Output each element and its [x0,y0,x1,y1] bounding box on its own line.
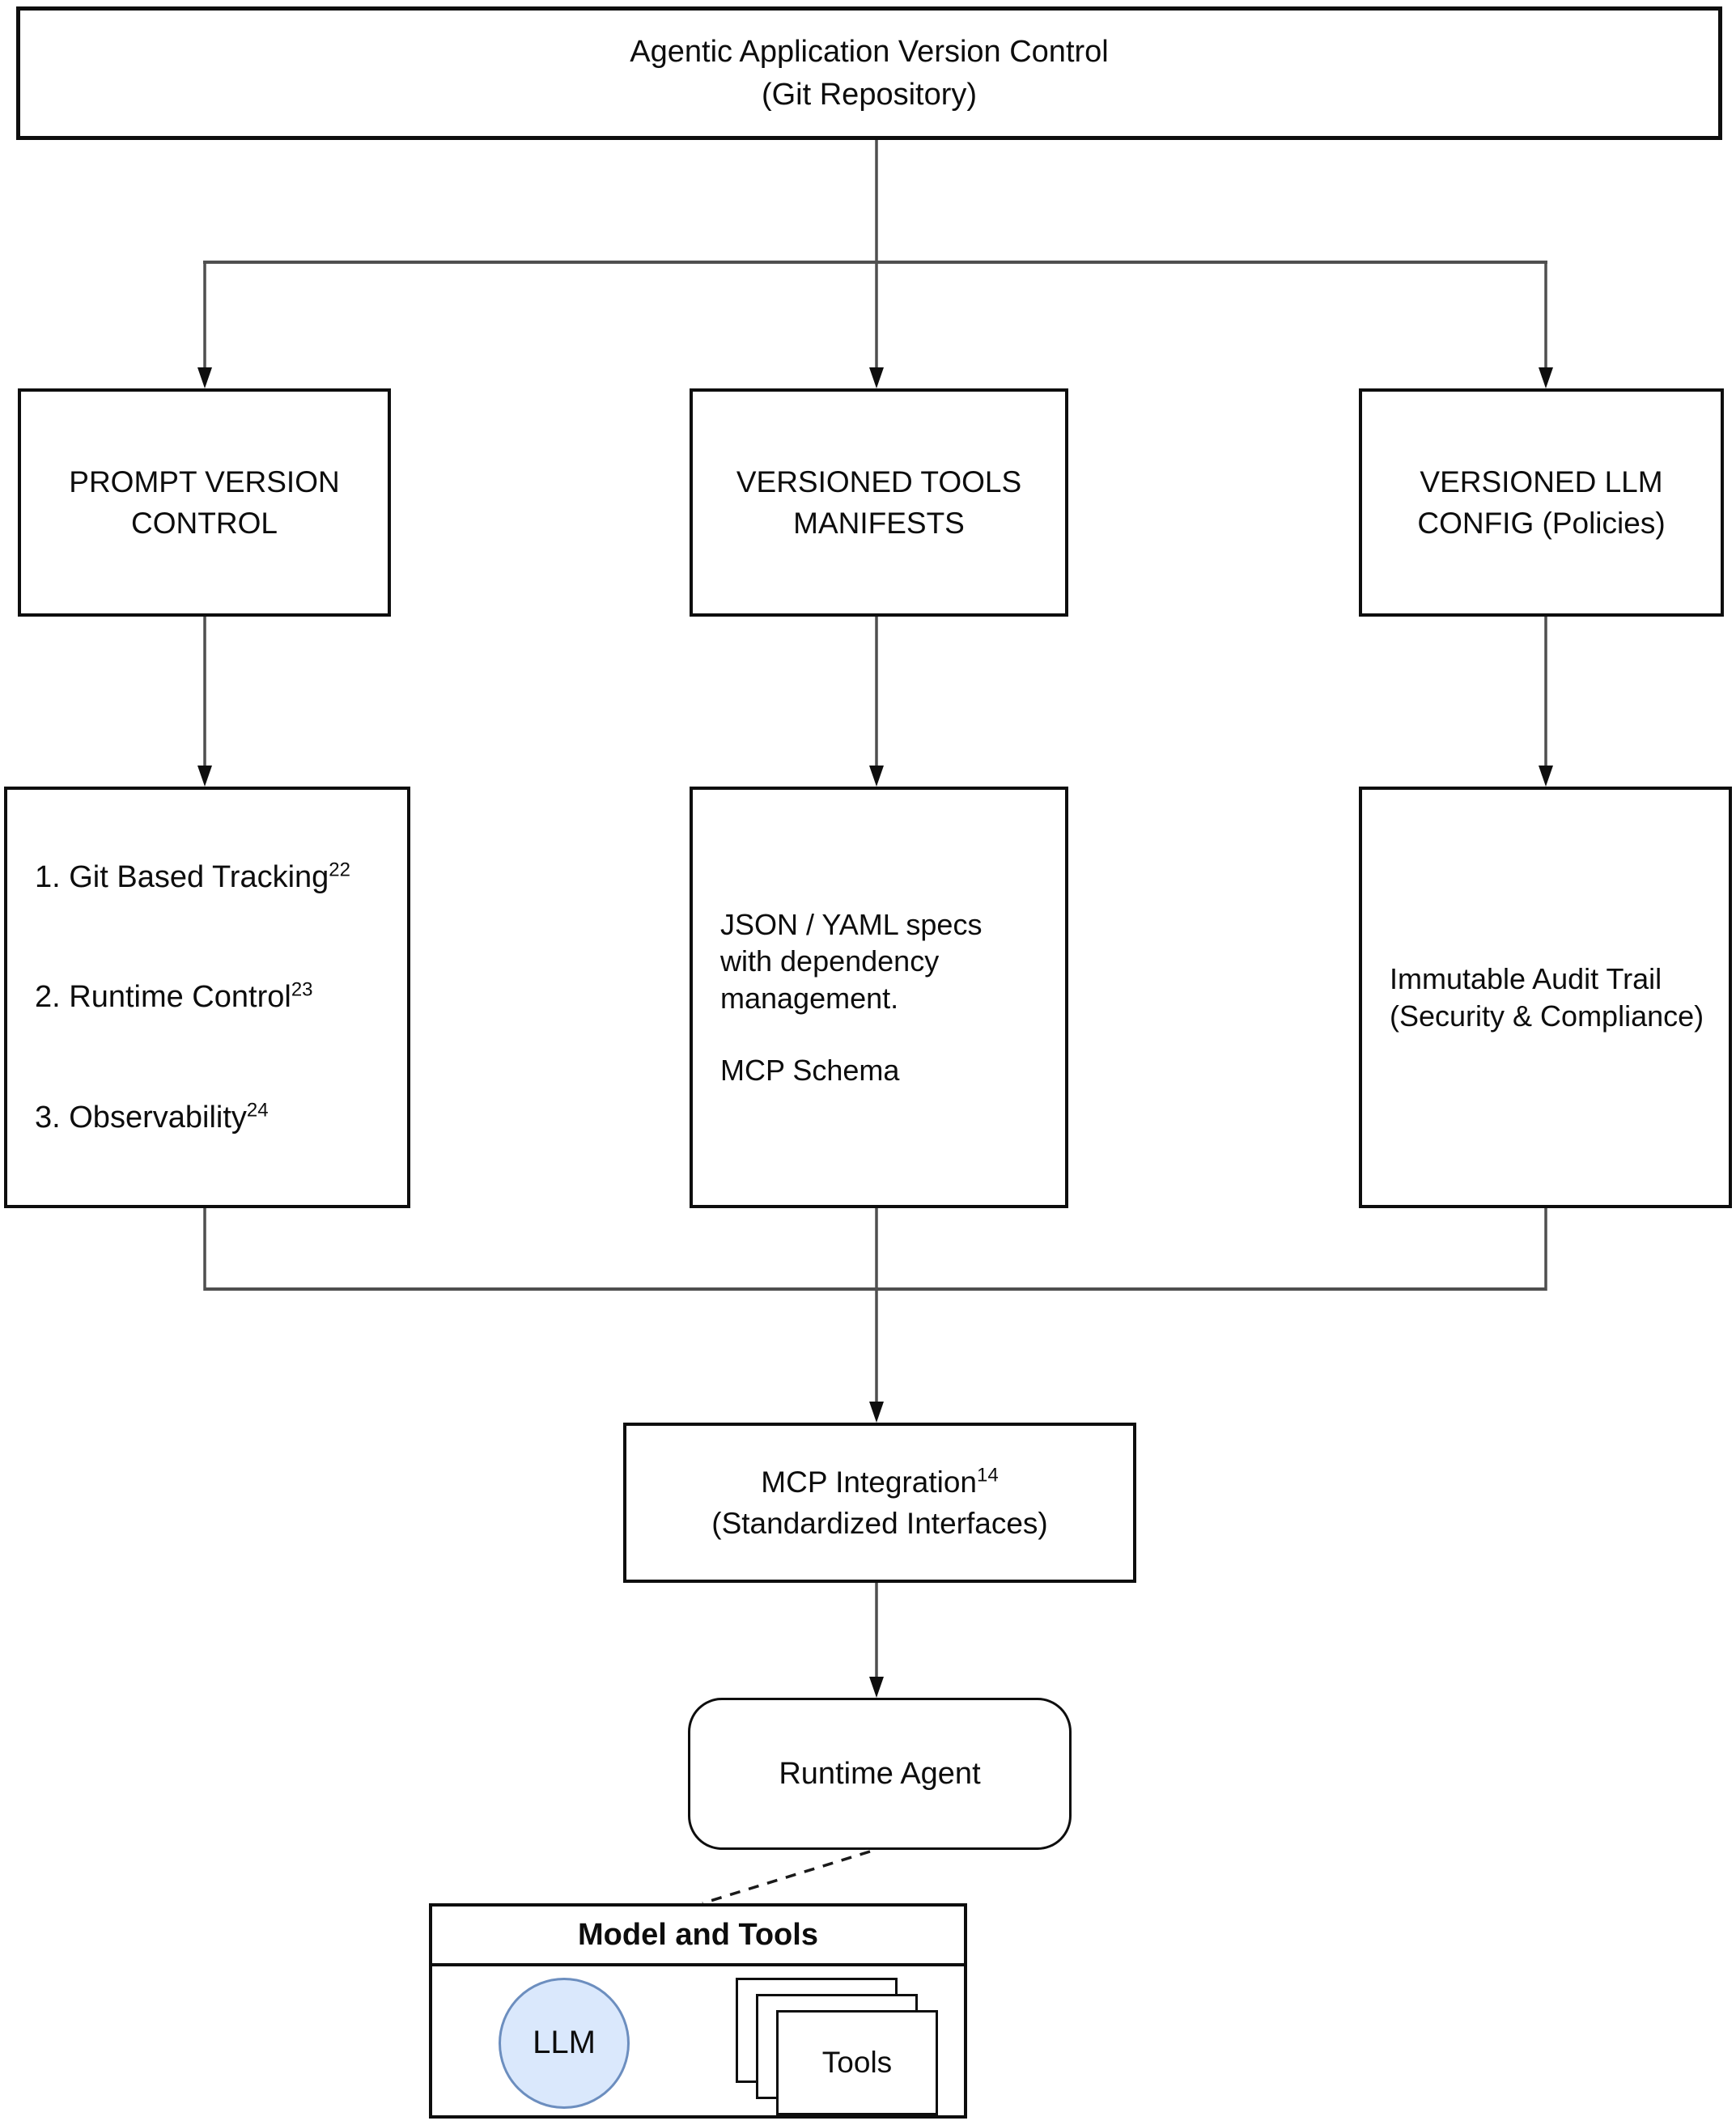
node-prompt-vc-details: 1. Git Based Tracking22 2. Runtime Contr… [4,787,410,1208]
section-title: Model and Tools [578,1917,818,1952]
node-agentic-version-control: Agentic Application Version Control (Git… [16,6,1722,140]
list-item-text: 2. Runtime Control [35,980,291,1015]
node-label: (Git Repository) [761,77,978,112]
llm-circle-icon: LLM [499,1978,630,2109]
node-label: Immutable Audit Trail (Security & Compli… [1390,962,1704,1033]
node-versioned-llm-config: VERSIONED LLM CONFIG (Policies) [1359,388,1724,617]
node-prompt-version-control: PROMPT VERSION CONTROL [18,388,391,617]
node-tools-manifest-details: JSON / YAML specs with dependency manage… [690,787,1068,1208]
node-label: Agentic Application Version Control [630,35,1109,70]
node-label: Runtime Agent [779,1756,981,1791]
node-model-and-tools: Model and Tools LLM Tools [429,1903,967,2119]
node-label-text: MCP Integration [761,1465,977,1499]
node-label: (Standardized Interfaces) [711,1507,1048,1540]
paragraph: MCP Schema [720,1053,900,1087]
llm-label: LLM [533,2025,596,2061]
node-label: VERSIONED TOOLS MANIFESTS [736,464,1022,540]
footnote-ref: 22 [329,859,350,881]
tools-stack-front-page-icon: Tools [776,2010,938,2115]
list-item-git-based-tracking: 1. Git Based Tracking22 [35,856,350,898]
footnote-ref: 24 [246,1099,269,1122]
node-mcp-integration: MCP Integration14 (Standardized Interfac… [623,1423,1136,1583]
node-label: PROMPT VERSION CONTROL [69,464,340,540]
connector-runtime-to-model-dashed [702,1850,871,1905]
model-and-tools-header: Model and Tools [432,1907,964,1966]
node-runtime-agent: Runtime Agent [688,1698,1072,1850]
list-item-runtime-control: 2. Runtime Control23 [35,976,313,1018]
node-label: VERSIONED LLM CONFIG (Policies) [1417,464,1666,540]
node-llm-config-details: Immutable Audit Trail (Security & Compli… [1359,787,1732,1208]
model-and-tools-body: LLM Tools [432,1966,964,2115]
list-item-text: 1. Git Based Tracking [35,859,329,894]
footnote-ref: 23 [291,978,313,1001]
tools-label: Tools [821,2046,893,2080]
footnote-ref: 14 [976,1464,999,1487]
paragraph: JSON / YAML specs with dependency manage… [720,907,983,1015]
list-item-observability: 3. Observability24 [35,1096,269,1139]
list-item-text: 3. Observability [35,1100,247,1135]
node-label: MCP Integration14 [761,1461,998,1503]
node-versioned-tools-manifests: VERSIONED TOOLS MANIFESTS [690,388,1068,617]
